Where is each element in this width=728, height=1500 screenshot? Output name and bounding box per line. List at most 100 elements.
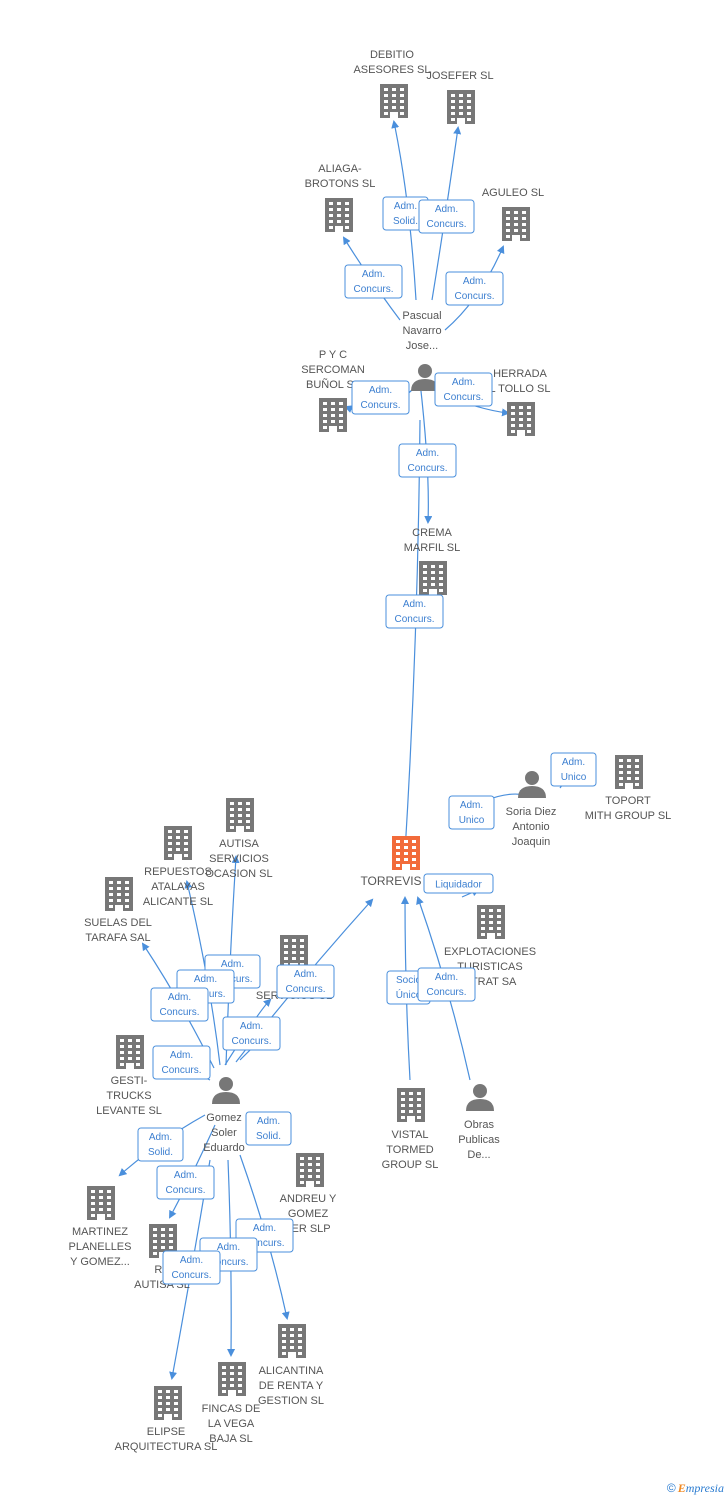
relation-badge[interactable]: Adm.Concurs.	[351, 380, 410, 415]
node-label-line: GESTION SL	[258, 1395, 324, 1407]
relation-text: Concurs.	[208, 1257, 248, 1268]
relation-text: Adm.	[194, 974, 217, 985]
relation-badge[interactable]: Adm.Concurs.	[417, 967, 476, 1002]
relation-badge[interactable]: Adm.Concurs.	[276, 964, 335, 999]
relation-badge[interactable]: Adm. Concurs.	[418, 199, 475, 234]
node-label-elipse[interactable]: ELIPSE ARQUITECTURA SL	[115, 1426, 218, 1453]
building-icon	[447, 90, 475, 124]
node-label-line: Eduardo	[203, 1142, 245, 1154]
building-icon	[278, 1324, 306, 1358]
relation-badge[interactable]: Liquidador	[423, 873, 494, 894]
relation-badge[interactable]: Adm.Concurs.	[152, 1045, 211, 1080]
relation-badge[interactable]: Adm.Unico	[550, 752, 597, 787]
relation-text: Concurs.	[426, 219, 466, 230]
relation-text: Adm.	[435, 204, 458, 215]
brand-name: mpresia	[685, 1481, 724, 1495]
node-label-line: BUÑOL SL	[306, 378, 360, 391]
node-label-line: MITH GROUP SL	[585, 810, 672, 822]
relation-badge[interactable]: Adm.Solid.	[245, 1111, 292, 1146]
relation-text: Adm.	[403, 599, 426, 610]
node-label-line: LER SLP	[285, 1223, 330, 1235]
relation-text: Concurs.	[426, 987, 466, 998]
building-icon	[397, 1088, 425, 1122]
building-icon	[502, 207, 530, 241]
node-label-line: Y GOMEZ...	[70, 1256, 130, 1268]
edge-line-8	[401, 419, 421, 854]
node-label-josefer[interactable]: JOSEFER SL	[426, 70, 493, 82]
person-icon	[411, 364, 439, 391]
relation-text: Adm.	[180, 1255, 203, 1266]
relation-badge[interactable]: Adm.Concurs.	[150, 987, 209, 1022]
relation-badge[interactable]: Adm.Concurs.	[434, 372, 493, 407]
relation-text: Concurs.	[407, 463, 447, 474]
node-label-line: TRUCKS	[106, 1090, 151, 1102]
node-label-line: AUTISA	[219, 838, 259, 850]
relation-text: Adm.	[460, 800, 483, 811]
node-label-line: GESTI-	[111, 1075, 148, 1087]
node-label-torrevis[interactable]: TORREVIS	[360, 874, 421, 888]
node-label-line: Soria Diez	[506, 806, 557, 818]
node-label-line: TARAFA SAL	[85, 932, 150, 944]
node-label-line: ARQUITECTURA SL	[115, 1441, 218, 1453]
node-label-line: Joaquin	[512, 836, 551, 848]
node-label-line: HERRADA	[493, 368, 547, 380]
relation-text: Adm.	[394, 201, 417, 212]
building-icon	[477, 905, 505, 939]
relation-badge[interactable]: Adm.Solid.	[137, 1127, 184, 1162]
relation-badge[interactable]: Adm.Concurs.	[222, 1016, 281, 1051]
node-label-line: EXPLOTACIONES	[444, 946, 536, 958]
relation-badge[interactable]: Adm.Concurs.	[344, 264, 403, 299]
relation-text: Adm.	[174, 1170, 197, 1181]
relation-badge[interactable]: Adm.Concurs.	[445, 271, 504, 306]
node-label-line: MARFIL SL	[404, 542, 460, 554]
relation-text: Adm.	[221, 959, 244, 970]
relation-badge[interactable]: Adm.Concurs.	[398, 443, 457, 478]
building-icon	[507, 402, 535, 436]
node-label-line: Gomez	[206, 1112, 241, 1124]
node-label-aliaga[interactable]: ALIAGA-BROTONS SL	[305, 163, 376, 190]
relation-text: Adm.	[217, 1242, 240, 1253]
node-label-line: ASESORES SL	[353, 64, 430, 76]
node-label-line: ATALAYAS	[151, 881, 205, 893]
node-label-suelas[interactable]: SUELAS DEL TARAFA SAL	[84, 917, 152, 944]
node-label-line: Antonio	[512, 821, 549, 833]
relation-text: Unico	[561, 772, 587, 783]
node-label-aguleo[interactable]: AGULEO SL	[482, 187, 544, 199]
relation-badge[interactable]: Adm. Concurs.	[156, 1165, 215, 1200]
node-label-line: SUELAS DEL	[84, 917, 152, 929]
relation-text: Adm.	[369, 385, 392, 396]
node-label-line: Soler	[211, 1127, 237, 1139]
node-label-line: ELIPSE	[147, 1426, 186, 1438]
node-label-line: SERVICIOS	[209, 853, 269, 865]
relation-badge[interactable]: Adm.Unico	[448, 795, 495, 830]
node-label-line: OCASION SL	[205, 868, 272, 880]
relation-badge[interactable]: Adm.Concurs.	[162, 1250, 221, 1285]
node-label-line: AGULEO SL	[482, 187, 544, 199]
relation-text: Concurs.	[165, 1185, 205, 1196]
relation-text: Adm.	[253, 1223, 276, 1234]
relation-text: Concurs.	[285, 984, 325, 995]
node-label-autisa[interactable]: AUTISA SERVICIOS OCASION SL	[205, 838, 272, 880]
person-icon	[518, 771, 546, 798]
relation-badge[interactable]: Adm.Concurs.	[385, 594, 444, 629]
building-icon	[154, 1386, 182, 1420]
relation-text: Solid.	[148, 1147, 173, 1158]
